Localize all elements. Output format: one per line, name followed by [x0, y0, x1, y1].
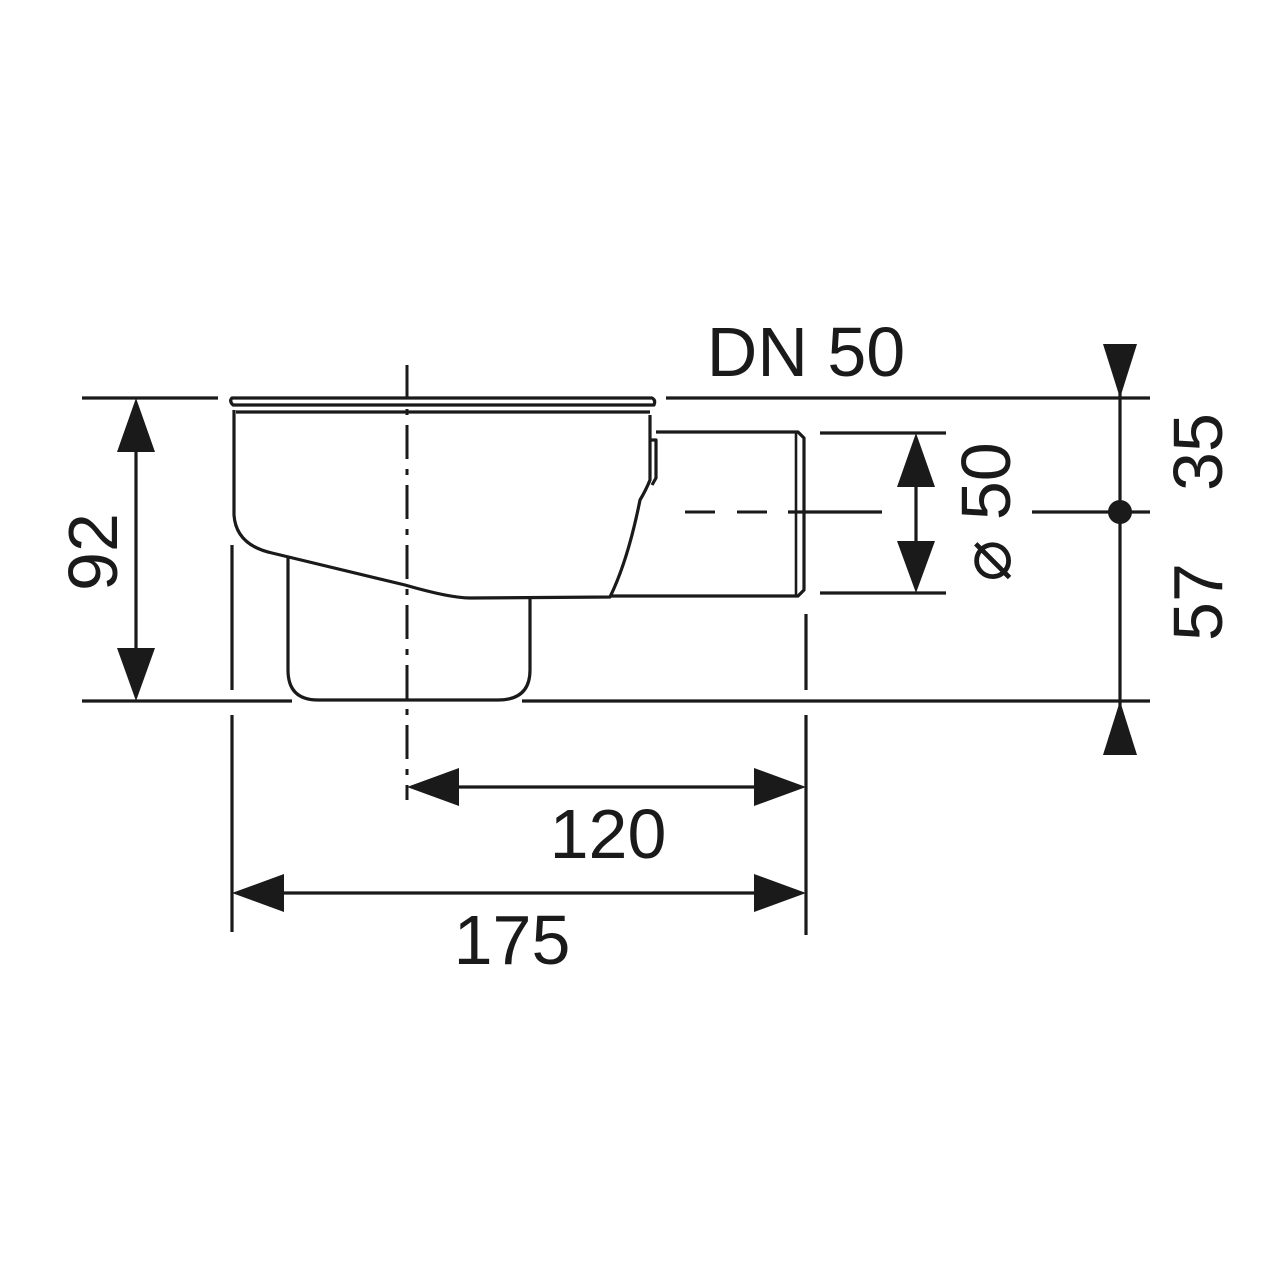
- dimension-label-total-height: 92: [54, 513, 132, 591]
- dimension-total-length: 175: [232, 874, 806, 979]
- dimension-label-axis-from-bottom: 57: [1159, 563, 1237, 641]
- dimension-total-height: 92: [54, 398, 155, 701]
- drain-body: [229, 396, 806, 702]
- dimension-chain-right: 35 57: [1103, 344, 1237, 755]
- dimension-label-outlet-diameter: ⌀ 50: [947, 442, 1025, 581]
- axis-point-icon: [1108, 500, 1132, 524]
- dimension-axis-to-outlet: 120: [407, 768, 806, 873]
- extension-lines: [82, 396, 1150, 935]
- dimension-label-axis-from-top: 35: [1159, 413, 1237, 491]
- nominal-size-label: DN 50: [707, 313, 905, 391]
- dimension-label-total-length: 175: [454, 901, 571, 979]
- dimension-label-axis-to-outlet: 120: [550, 795, 667, 873]
- dimension-outlet-diameter: ⌀ 50: [897, 433, 1025, 593]
